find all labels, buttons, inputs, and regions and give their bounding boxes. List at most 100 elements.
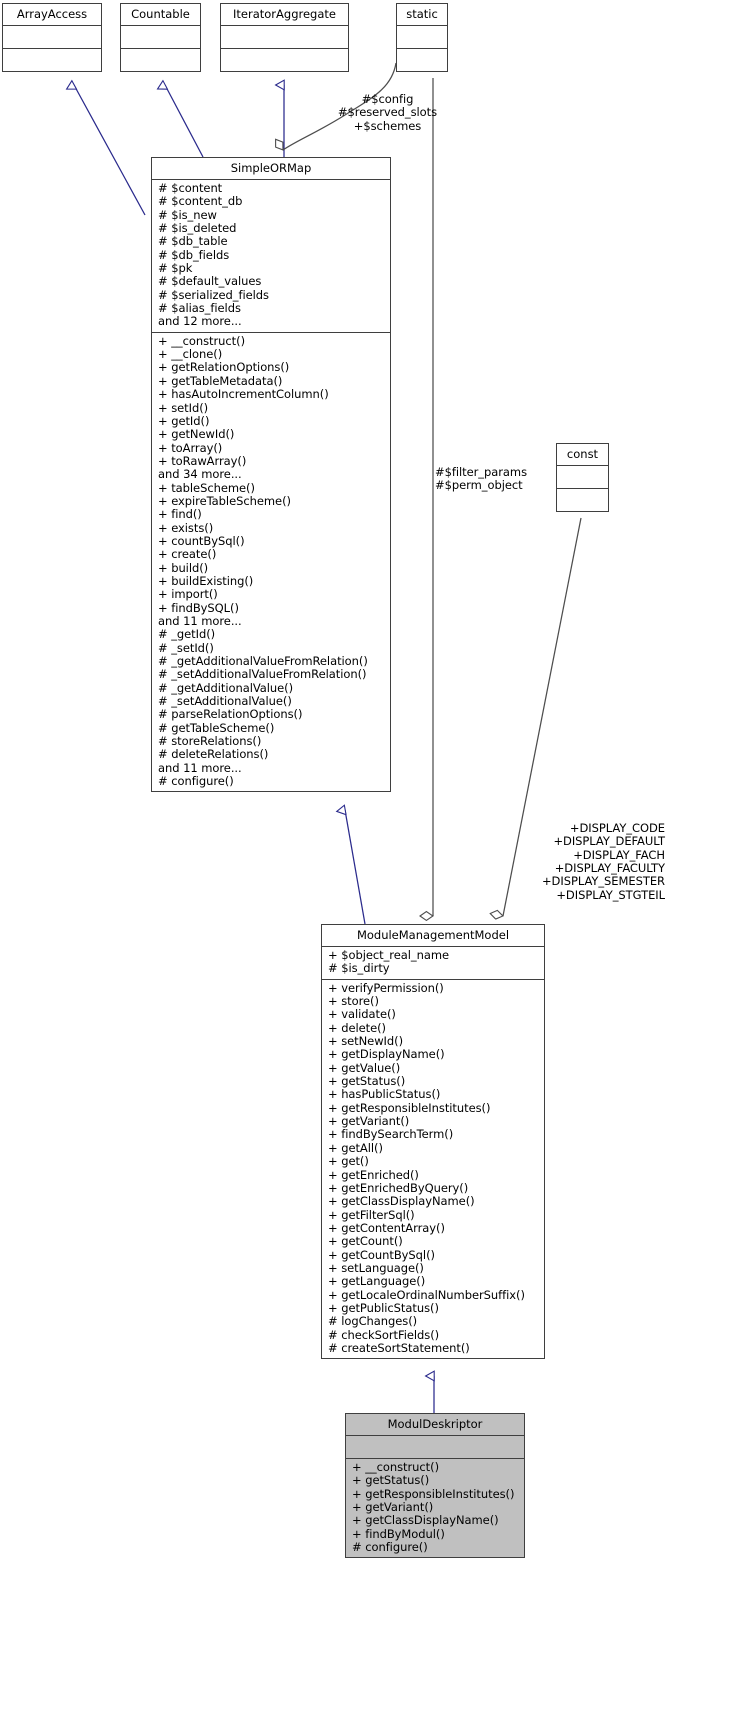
member-row: + getVariant() [328,1114,410,1129]
member-row: + store() [328,994,379,1009]
member-row: + getAll() [328,1140,383,1155]
member-row: + setNewId() [328,1034,404,1049]
member-row: + __construct() [158,333,246,348]
class-box-const[interactable]: const [556,443,609,512]
member-row: + getVariant() [352,1500,434,1515]
divider [322,978,544,980]
member-row: # $serialized_fields [158,287,270,302]
member-row: + getResponsibleInstitutes() [352,1486,515,1501]
member-row: + toArray() [158,440,223,455]
member-row: + getStatus() [328,1074,406,1089]
member-row: + find() [158,507,202,522]
member-row: + $object_real_name [328,948,450,962]
class-title-arrayaccess: ArrayAccess [16,7,88,21]
edge-label-static-modulemanagementmodel: #$filter_params#$perm_object [435,465,615,493]
member-row: and 34 more... [158,467,242,482]
member-row: + getStatus() [352,1473,430,1488]
divider [557,488,608,489]
attributes-section-iteratoraggregate [221,26,348,48]
member-row: # $db_table [158,234,228,249]
class-title-const: const [566,447,599,461]
member-row: + getClassDisplayName() [352,1513,499,1528]
member-row: +DISPLAY_CODE [569,821,665,835]
member-row: +DISPLAY_SEMESTER [541,874,665,889]
member-row: # parseRelationOptions() [158,707,303,722]
member-row: + findByModul() [352,1526,445,1541]
member-row: # $alias_fields [158,301,241,316]
member-row: # getTableScheme() [158,720,275,735]
methods-section-countable [121,49,200,71]
member-row: # _setAdditionalValueFromRelation() [158,667,367,682]
divider [346,1435,524,1436]
divider [397,25,447,26]
class-title-iteratoraggregate: IteratorAggregate [233,7,336,21]
member-row: #$config [361,92,414,106]
member-row: + getId() [158,413,210,428]
member-row: +DISPLAY_STGTEIL [556,887,665,902]
member-row: # createSortStatement() [328,1340,470,1355]
divider [346,1458,524,1459]
edge-label-const-modulemanagementmodel: +DISPLAY_CODE+DISPLAY_DEFAULT+DISPLAY_FA… [455,821,665,902]
member-row: # $is_new [158,207,217,222]
member-row: + create() [158,547,217,562]
member-row: + getValue() [328,1060,401,1075]
attributes-section-const [557,466,608,488]
divider [152,331,390,333]
class-box-moduldeskriptor[interactable]: ModulDeskriptor + __construct()+ getStat… [345,1413,525,1559]
member-row: + toRawArray() [158,453,247,468]
methods-section-static [397,49,447,71]
attributes-section-simpleormap: # $content# $content_db# $is_new# $is_de… [152,180,390,332]
member-row: + tableScheme() [158,480,255,495]
class-title-moduldeskriptor: ModulDeskriptor [387,1417,483,1431]
methods-section-const [557,489,608,511]
member-row: + getEnrichedByQuery() [328,1180,469,1195]
member-row: and 11 more... [158,614,242,628]
member-row: +$schemes [353,118,422,133]
class-box-simpleormap[interactable]: SimpleORMap # $content# $content_db# $is… [151,157,391,793]
class-box-countable[interactable]: Countable [120,3,201,72]
member-row: + getLocaleOrdinalNumberSuffix() [328,1287,525,1302]
member-row: # _getId() [158,627,216,642]
member-row: # $db_fields [158,247,230,262]
member-row: + verifyPermission() [328,980,444,995]
member-row: + getRelationOptions() [158,360,290,375]
member-row: +DISPLAY_FACH [573,847,665,862]
divider [221,48,348,49]
member-row: + validate() [328,1007,396,1022]
member-row: +DISPLAY_FACULTY [554,861,665,876]
class-box-static[interactable]: static [396,3,448,72]
member-row: # $default_values [158,274,262,289]
member-row: + import() [158,587,218,602]
member-row: # _getAdditionalValueFromRelation() [158,654,368,669]
member-row: + getResponsibleInstitutes() [328,1100,491,1115]
member-row: + buildExisting() [158,573,254,588]
member-row: + getTableMetadata() [158,373,283,388]
member-row: + __construct() [352,1460,440,1474]
member-row: + getNewId() [158,427,235,442]
member-row: + countBySql() [158,533,245,548]
class-box-iteratoraggregate[interactable]: IteratorAggregate [220,3,349,72]
attributes-section-static [397,26,447,48]
member-row: and 12 more... [158,314,242,329]
class-box-arrayaccess[interactable]: ArrayAccess [2,3,102,72]
member-row: + expireTableScheme() [158,493,291,508]
member-row: + build() [158,560,209,575]
member-row: + __clone() [158,347,223,362]
member-row: # _setId() [158,640,214,655]
member-row: #$filter_params [435,465,528,479]
member-row: # _setAdditionalValue() [158,694,292,709]
member-row: # $content_db [158,194,243,209]
member-row: + getFilterSql() [328,1207,415,1222]
member-row: + getContentArray() [328,1220,445,1235]
edge-label-static-simpleormap: #$config#$reserved_slots+$schemes [300,92,475,133]
divider [322,946,544,947]
edge-simpleormap-arrayaccess [74,85,146,216]
class-box-modulemanagementmodel[interactable]: ModuleManagementModel + $object_real_nam… [321,924,545,1360]
divider [221,25,348,26]
member-row: + delete() [328,1020,386,1035]
member-row: # $content [158,181,223,195]
divider [121,25,200,26]
divider [557,465,608,466]
edge-modulemanagementmodel-simpleormap [345,810,366,925]
